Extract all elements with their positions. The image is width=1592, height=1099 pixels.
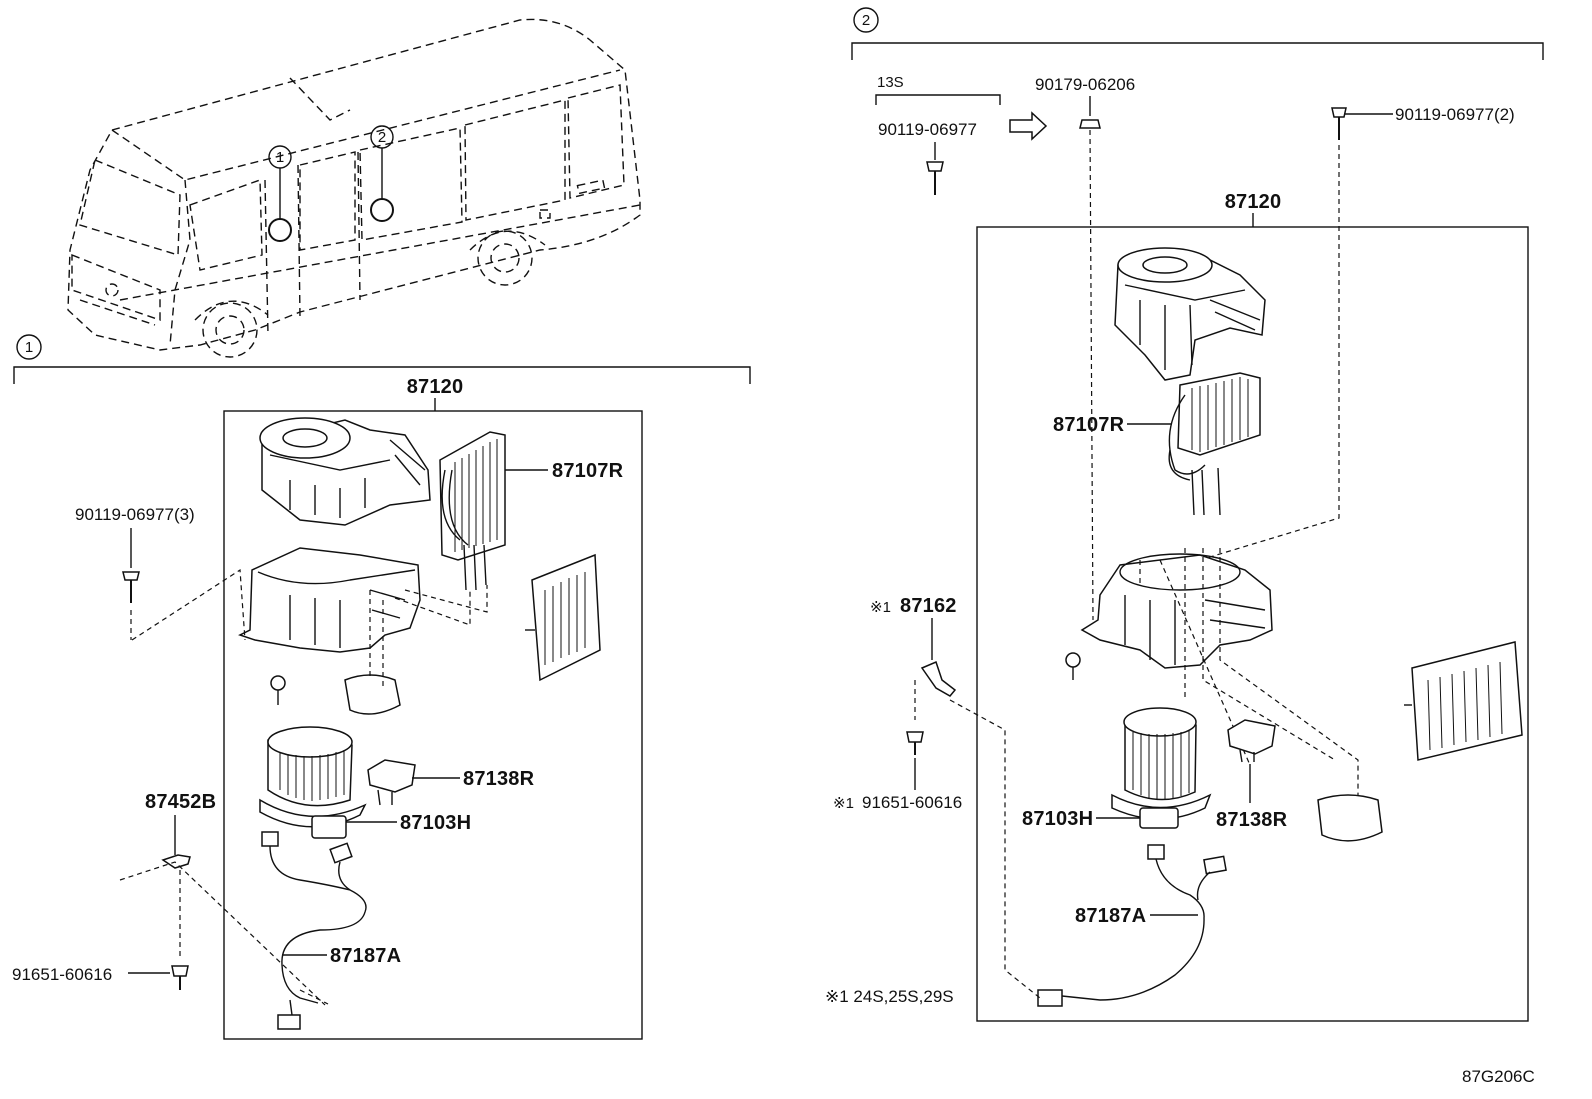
v1-bolt-bottom: 91651-60616 — [12, 965, 189, 990]
vehicle-location-2 — [370, 198, 394, 222]
v2-bolt-mark: ※1 — [833, 795, 854, 812]
v2-bolt-old-label: 90119-06977 — [878, 120, 977, 139]
v1-bracket-label: 87452B — [145, 791, 216, 813]
v2-resistor: 87138R — [1216, 719, 1288, 831]
v1-evaporator: 87107R — [439, 431, 624, 591]
v2-wire-harness: 87187A — [1037, 844, 1227, 1007]
view-2-assembly-box — [976, 226, 1529, 1022]
vehicle-marker-1: 1 — [276, 149, 284, 166]
v2-footnote: ※1 24S,25S,29S — [825, 987, 954, 1006]
v1-wire-harness: 87187A — [261, 831, 401, 1030]
vehicle-location-1 — [268, 218, 292, 242]
v2-resistor-plate — [1404, 641, 1523, 761]
v1-bracket: 87452B — [119, 791, 326, 1006]
v2-bracket-mark: ※1 — [870, 599, 891, 616]
v1-blower-motor: 87103H — [259, 726, 471, 839]
view-2-marker: 2 — [862, 12, 870, 29]
v2-evaporator: 87107R — [1053, 372, 1261, 516]
v2-bracket-label: 87162 — [900, 595, 957, 617]
v2-lower-case — [1080, 553, 1273, 669]
v1-evaporator-label: 87107R — [552, 460, 624, 482]
v2-screw — [1065, 652, 1081, 668]
v1-lower-case — [238, 547, 421, 653]
v1-resistor-label: 87138R — [463, 768, 535, 790]
view-2: 2 13S 90119-06977 90179-06206 90119-0697… — [825, 7, 1544, 1022]
v1-blower-motor-label: 87103H — [400, 812, 471, 834]
v1-upper-case — [259, 417, 431, 526]
vehicle-illustration: 1 2 — [67, 18, 641, 358]
v1-resistor-plate — [525, 553, 601, 682]
view-1-assembly-box — [223, 410, 643, 1040]
figure-code: 87G206C — [1462, 1067, 1535, 1086]
v2-evaporator-label: 87107R — [1053, 414, 1125, 436]
v2-bracket: ※1 87162 — [870, 595, 957, 720]
vehicle-marker-2: 2 — [378, 129, 386, 146]
view-1-marker: 1 — [25, 339, 33, 356]
v2-wire-label: 87187A — [1075, 905, 1146, 927]
view-1: 1 87120 87107R — [12, 334, 751, 1040]
v1-bolt-top-label: 90119-06977(3) — [75, 505, 195, 524]
v2-resistor-label: 87138R — [1216, 809, 1288, 831]
v1-screw — [270, 675, 286, 691]
v2-upper-case — [1114, 247, 1266, 381]
v2-blower-motor-label: 87103H — [1022, 808, 1093, 830]
v1-bolt-bottom-label: 91651-60616 — [12, 965, 112, 984]
v2-assembly-label: 87120 — [1225, 191, 1282, 213]
v2-bolt: ※1 91651-60616 — [833, 731, 962, 812]
v1-resistor: 87138R — [367, 759, 535, 806]
v1-cap — [344, 674, 401, 715]
v2-bolt-label: 91651-60616 — [862, 793, 962, 812]
view-1-assembly-label: 87120 — [407, 376, 464, 398]
replace-arrow-icon — [1009, 111, 1048, 141]
v2-grade-tag: 13S — [877, 74, 904, 91]
v1-bolt-top: 90119-06977(3) — [75, 505, 195, 640]
v2-cap — [1317, 794, 1383, 842]
v2-blower-motor: 87103H — [1022, 707, 1212, 830]
v2-bolt-right-label: 90119-06977(2) — [1395, 105, 1515, 124]
v2-nut-label: 90179-06206 — [1035, 75, 1135, 94]
v1-wire-label: 87187A — [330, 945, 401, 967]
